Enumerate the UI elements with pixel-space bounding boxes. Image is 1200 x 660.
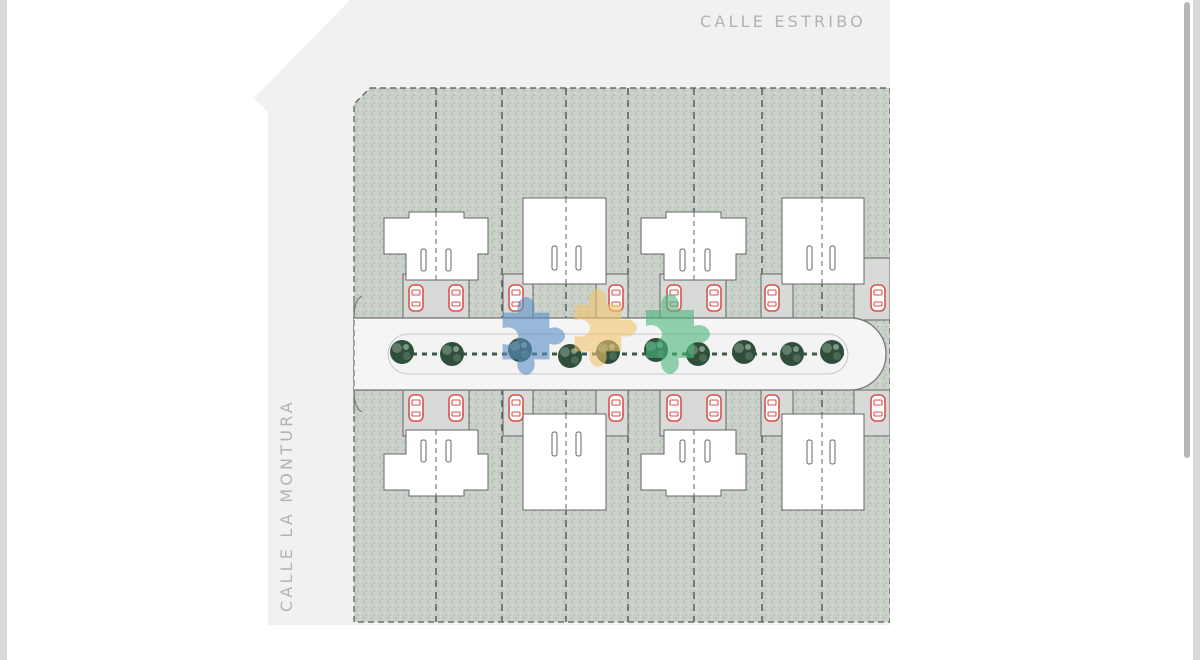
car-icon bbox=[608, 394, 624, 422]
car-icon bbox=[870, 394, 886, 422]
car-icon bbox=[764, 394, 780, 422]
car-icon bbox=[448, 394, 464, 422]
car-icon bbox=[508, 394, 524, 422]
house bbox=[383, 211, 489, 281]
house bbox=[522, 197, 607, 285]
window-frame-left bbox=[0, 0, 7, 660]
street-label-left: CALLE LA MONTURA bbox=[277, 399, 296, 612]
car-icon bbox=[764, 284, 780, 312]
house bbox=[383, 429, 489, 497]
car-icon bbox=[448, 284, 464, 312]
house bbox=[522, 413, 607, 511]
house bbox=[640, 211, 747, 281]
tree-icon bbox=[780, 342, 804, 366]
window-frame-right bbox=[1193, 0, 1200, 660]
house bbox=[640, 429, 747, 497]
tree-icon bbox=[390, 340, 414, 364]
tree-icon bbox=[820, 340, 844, 364]
car-icon bbox=[408, 284, 424, 312]
car-icon bbox=[408, 394, 424, 422]
tree-icon bbox=[732, 340, 756, 364]
car-icon bbox=[870, 284, 886, 312]
street-label-top: CALLE ESTRIBO bbox=[700, 12, 866, 31]
houses-top-row bbox=[383, 197, 865, 285]
tree-icon bbox=[440, 342, 464, 366]
car-icon bbox=[706, 284, 722, 312]
car-icon bbox=[706, 394, 722, 422]
vertical-scrollbar[interactable] bbox=[1184, 2, 1190, 458]
house bbox=[781, 413, 865, 511]
house-centerlines bbox=[435, 198, 823, 510]
car-icon bbox=[666, 394, 682, 422]
site-plan-map: CALLE ESTRIBO CALLE LA MONTURA bbox=[250, 0, 890, 625]
houses-bottom-row bbox=[383, 413, 865, 511]
window-marks bbox=[420, 245, 836, 465]
house bbox=[781, 197, 865, 285]
